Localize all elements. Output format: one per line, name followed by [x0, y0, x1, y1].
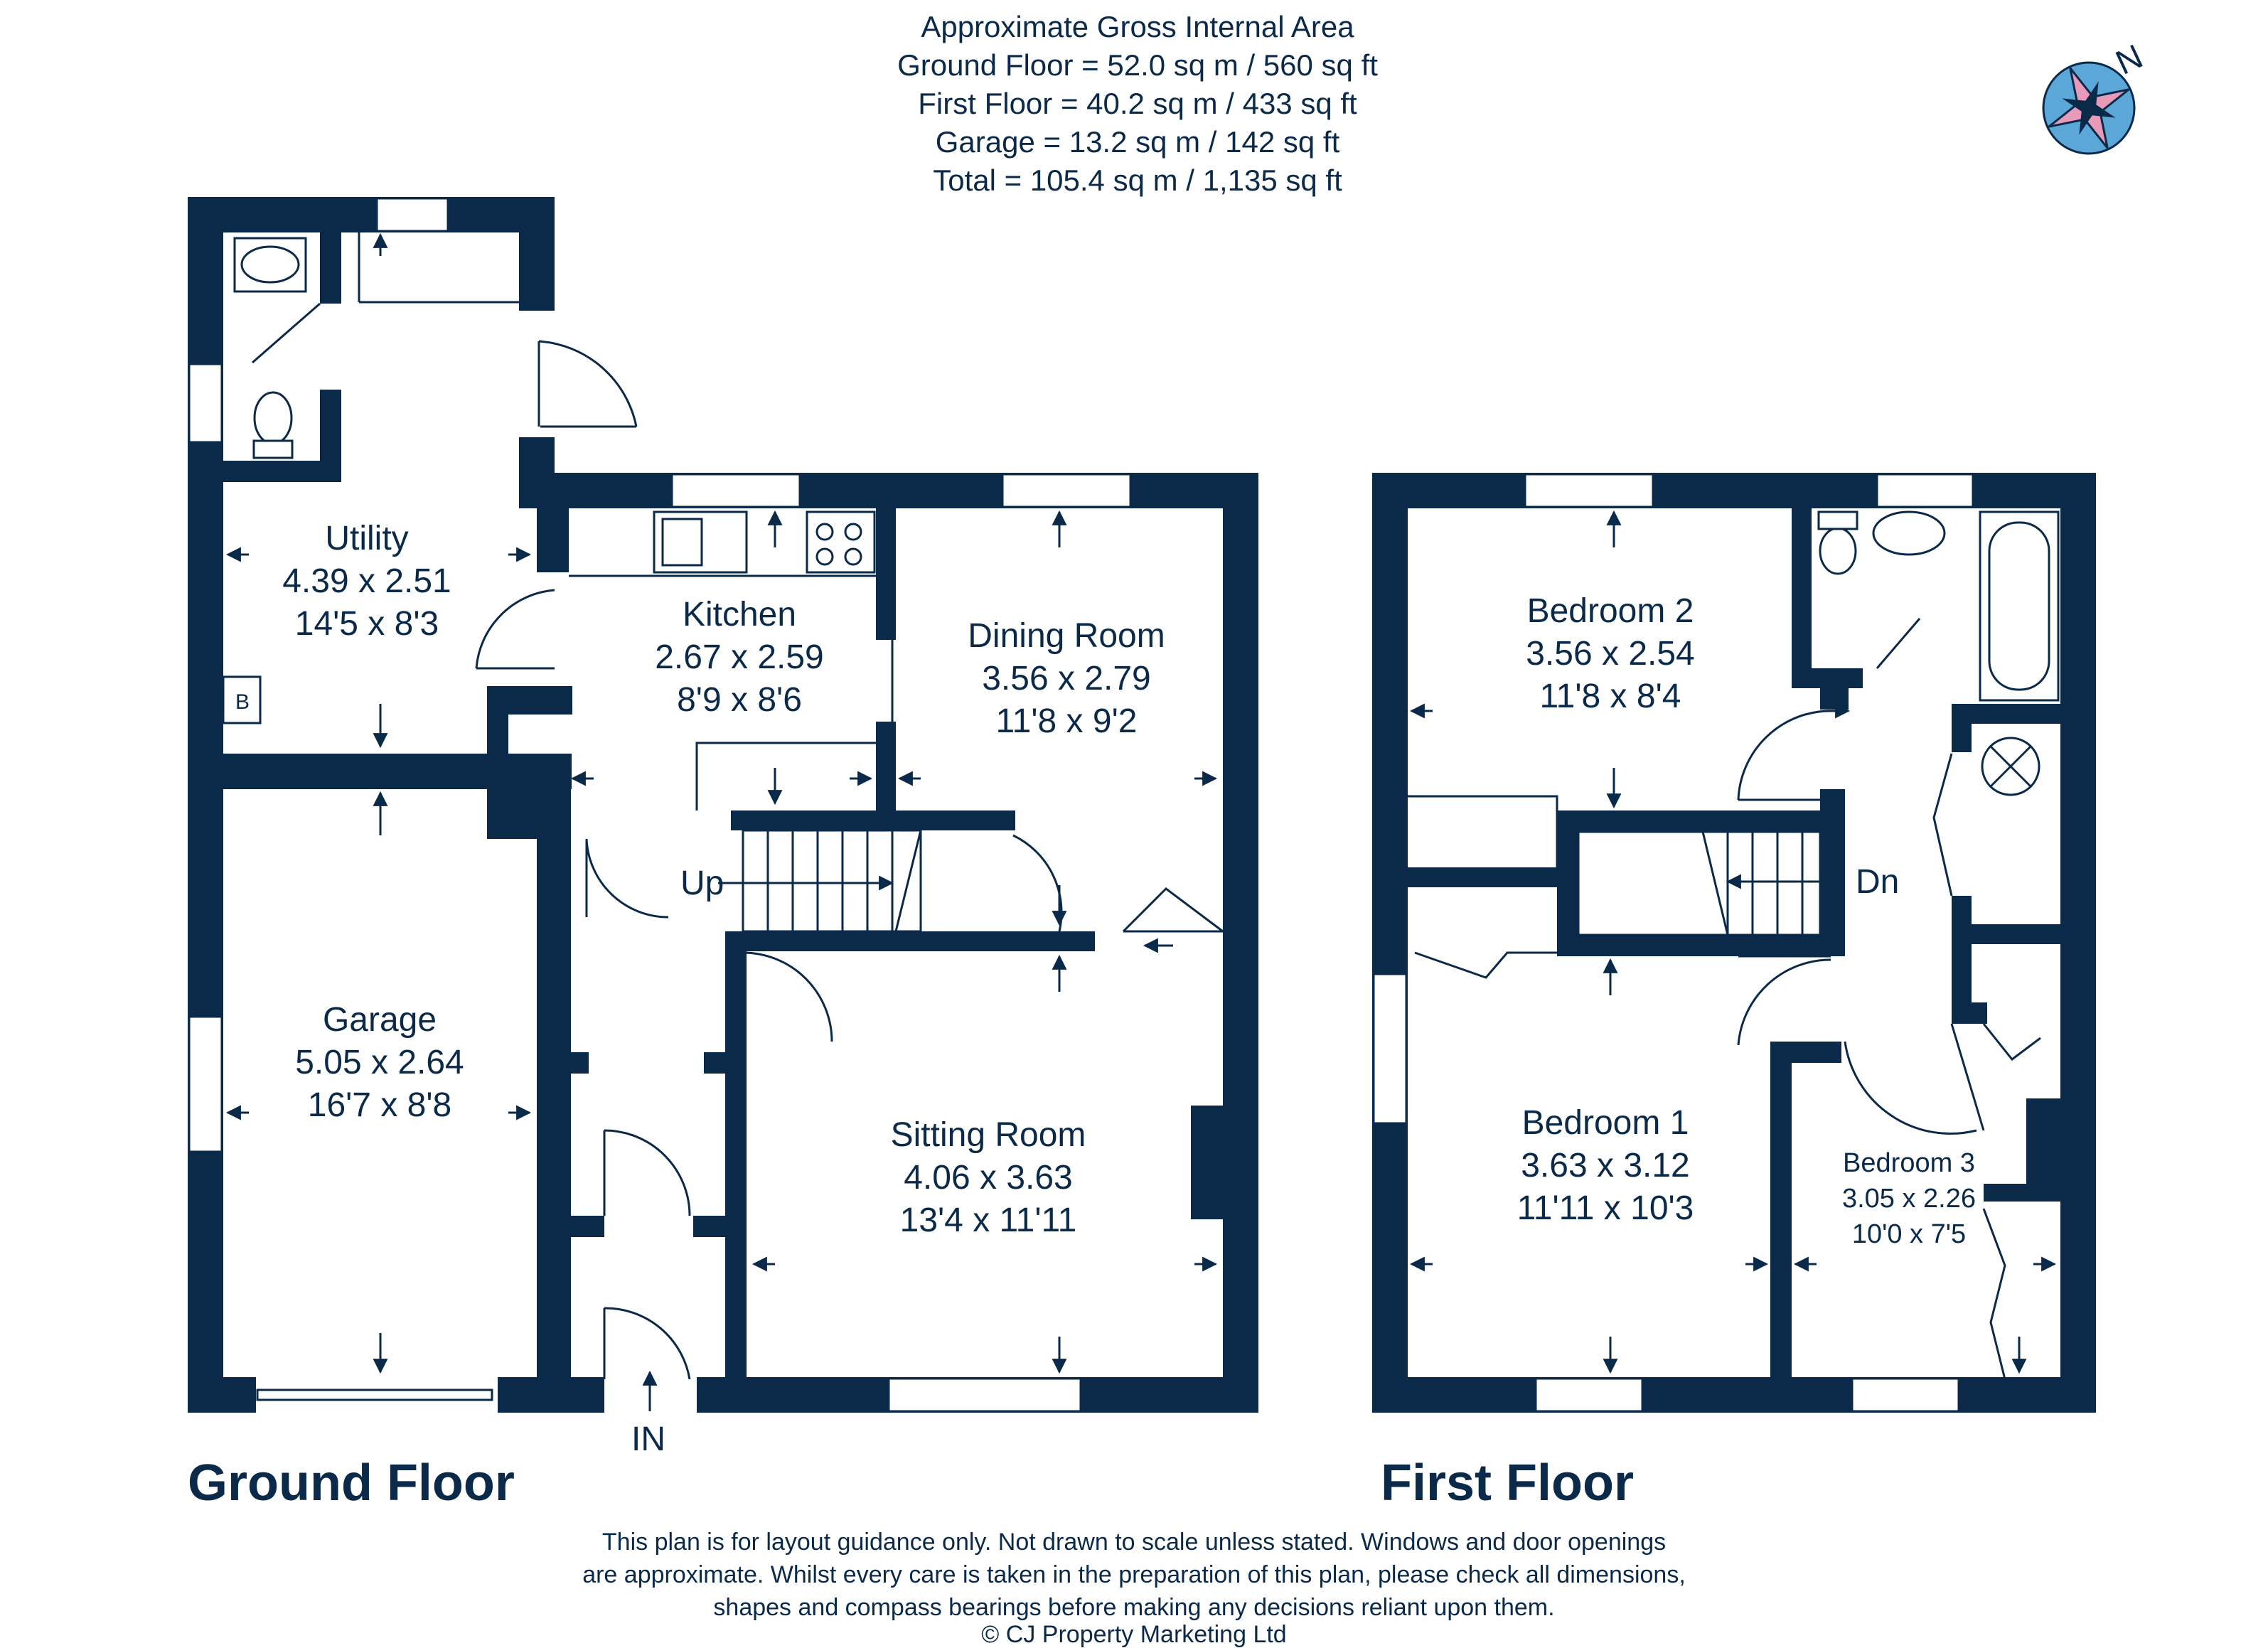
- garage-metric: 5.05 x 2.64: [295, 1044, 464, 1081]
- kitchen-imperial: 8'9 x 8'6: [677, 681, 802, 719]
- area-ground: Ground Floor = 52.0 sq m / 560 sq ft: [897, 48, 1378, 82]
- kitchen-name: Kitchen: [683, 596, 796, 633]
- dining-metric: 3.56 x 2.79: [982, 660, 1151, 697]
- first-dimension-arrows: [1409, 510, 2057, 1374]
- ground-stairs-label: Up: [680, 865, 724, 902]
- room-label-bedroom1: Bedroom 1 3.63 x 3.12 11'11 x 10'3: [1517, 1104, 1694, 1227]
- dining-imperial: 11'8 x 9'2: [996, 702, 1138, 740]
- first-stairs-label: Dn: [1856, 863, 1899, 901]
- copyright: © CJ Property Marketing Ltd: [981, 1621, 1286, 1648]
- area-first: First Floor = 40.2 sq m / 433 sq ft: [918, 87, 1357, 120]
- ground-floor-plan: B Up: [188, 197, 1258, 1511]
- sitting-name: Sitting Room: [891, 1116, 1086, 1154]
- utility-metric: 4.39 x 2.51: [282, 562, 451, 600]
- bedroom1-name: Bedroom 1: [1522, 1104, 1689, 1142]
- bedroom3-imperial: 10'0 x 7'5: [1852, 1219, 1966, 1249]
- room-label-dining: Dining Room 3.56 x 2.79 11'8 x 9'2: [968, 617, 1165, 740]
- dimension-arrows: [225, 232, 1218, 1374]
- first-stairs: [1577, 830, 1841, 936]
- room-label-sitting: Sitting Room 4.06 x 3.63 13'4 x 11'11: [891, 1116, 1086, 1239]
- bedroom3-name: Bedroom 3: [1843, 1148, 1975, 1178]
- room-label-bedroom3: Bedroom 3 3.05 x 2.26 10'0 x 7'5: [1842, 1148, 1976, 1249]
- utility-imperial: 14'5 x 8'3: [295, 605, 439, 643]
- bedroom2-name: Bedroom 2: [1527, 592, 1694, 630]
- sitting-metric: 4.06 x 3.63: [904, 1159, 1073, 1197]
- room-label-bedroom2: Bedroom 2 3.56 x 2.54 11'8 x 8'4: [1526, 592, 1695, 715]
- bedroom2-imperial: 11'8 x 8'4: [1540, 678, 1681, 715]
- first-floor-plan: Dn Bedroom 2 3.56 x 2.54 11'8 x 8'4: [1372, 473, 2096, 1511]
- bedroom1-metric: 3.63 x 3.12: [1521, 1147, 1690, 1184]
- first-floor-title: First Floor: [1381, 1455, 1634, 1511]
- sitting-imperial: 13'4 x 11'11: [900, 1202, 1077, 1239]
- entrance-label: IN: [631, 1420, 665, 1458]
- bedroom3-metric: 3.05 x 2.26: [1842, 1184, 1976, 1214]
- compass-rose-icon: [2042, 61, 2136, 155]
- area-total: Total = 105.4 sq m / 1,135 sq ft: [933, 164, 1342, 197]
- room-label-utility: Utility 4.39 x 2.51 14'5 x 8'3: [282, 520, 451, 643]
- dining-name: Dining Room: [968, 617, 1165, 655]
- ground-stairs: [718, 829, 922, 933]
- ground-floor-title: Ground Floor: [188, 1455, 515, 1511]
- area-summary: Approximate Gross Internal Area Ground F…: [897, 10, 1378, 197]
- bedroom1-imperial: 11'11 x 10'3: [1517, 1189, 1694, 1227]
- area-title: Approximate Gross Internal Area: [921, 10, 1354, 43]
- garage-name: Garage: [323, 1001, 437, 1039]
- utility-name: Utility: [325, 520, 408, 557]
- kitchen-metric: 2.67 x 2.59: [655, 638, 824, 676]
- disclaimer-line-2: are approximate. Whilst every care is ta…: [582, 1561, 1686, 1588]
- garage-imperial: 16'7 x 8'8: [308, 1086, 451, 1124]
- room-label-kitchen: Kitchen 2.67 x 2.59 8'9 x 8'6: [655, 596, 824, 719]
- disclaimer-line-1: This plan is for layout guidance only. N…: [602, 1529, 1666, 1556]
- disclaimer-line-3: shapes and compass bearings before makin…: [713, 1594, 1554, 1621]
- boiler-label: B: [235, 690, 250, 714]
- room-label-garage: Garage 5.05 x 2.64 16'7 x 8'8: [295, 1001, 464, 1124]
- bedroom2-metric: 3.56 x 2.54: [1526, 635, 1695, 673]
- disclaimer: This plan is for layout guidance only. N…: [582, 1529, 1686, 1648]
- area-garage: Garage = 13.2 sq m / 142 sq ft: [936, 125, 1340, 159]
